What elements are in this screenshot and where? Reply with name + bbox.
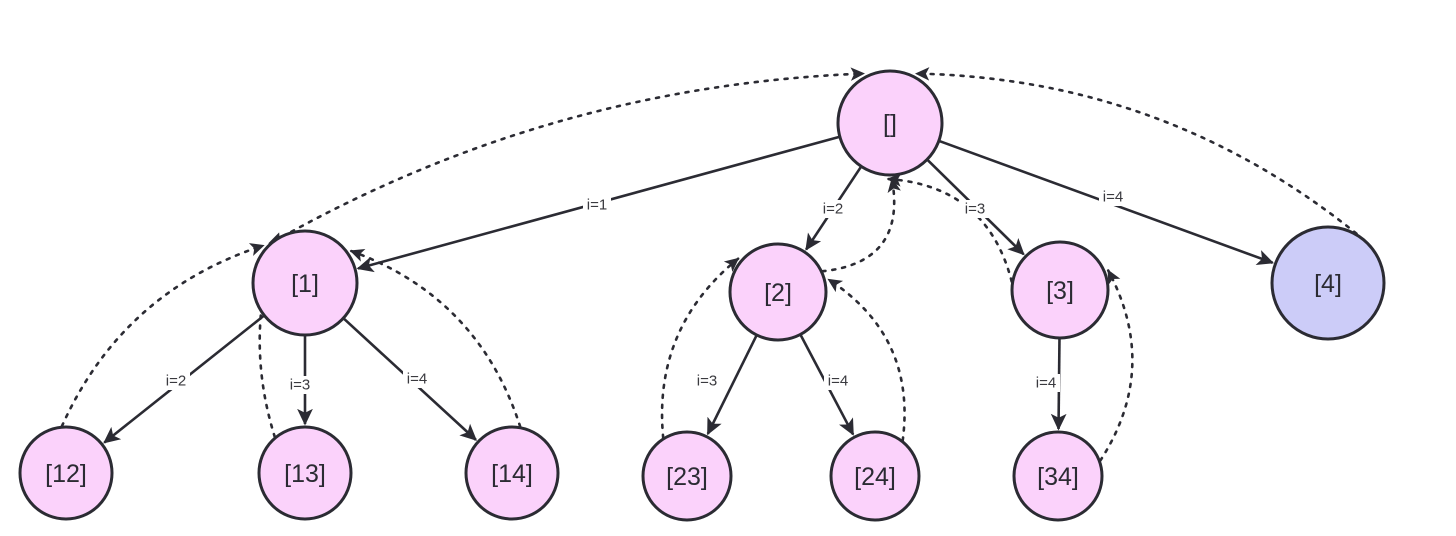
edge-label-n1-to-n12: i=2 [166, 373, 186, 390]
node-n34[interactable]: [34] [1012, 430, 1104, 522]
edge-label-root-to-n4: i=4 [1103, 189, 1123, 206]
node-label-n12: [12] [45, 460, 87, 488]
node-circle-n13[interactable] [257, 425, 353, 521]
node-n2[interactable]: [2] [728, 242, 828, 342]
node-label-n34: [34] [1037, 463, 1079, 491]
node-circle-n24[interactable] [829, 430, 921, 522]
edge-label-backdrop [1032, 374, 1060, 392]
node-label-root: [] [883, 110, 897, 138]
edge-label-n2-to-n23: i=3 [697, 373, 717, 390]
node-label-n14: [14] [491, 460, 533, 488]
nodes-layer: [] [1] [2] [3] [4] [12] [13] [14] [23] [24] [34] [18, 69, 1386, 522]
node-circle-n3[interactable] [1010, 240, 1110, 340]
node-label-n3: [3] [1046, 277, 1074, 305]
node-circle-n2[interactable] [728, 242, 828, 342]
edge-label-backdrop [824, 372, 852, 390]
node-n3[interactable]: [3] [1010, 240, 1110, 340]
node-circle-root[interactable] [836, 69, 944, 177]
node-label-n1: [1] [291, 270, 319, 298]
back-edge-n34-to-n3 [1099, 269, 1134, 462]
node-circle-n23[interactable] [641, 430, 733, 522]
edge-label-backdrop [961, 200, 989, 218]
edge-label-backdrop [1099, 188, 1127, 206]
tree-edge-n2-to-n23 [706, 335, 758, 436]
edge-label-backdrop [693, 372, 721, 390]
node-label-n23: [23] [666, 463, 708, 491]
node-n24[interactable]: [24] [829, 430, 921, 522]
edge-label-root-to-n1: i=1 [587, 197, 607, 214]
edge-labels-layer: i=1 i=2 i=3 i=4 i=2 i=3 i=4 i=3 i=4 i=4 [162, 188, 1127, 394]
edge-label-backdrop [403, 370, 431, 388]
back-edge-n14-to-n1 [349, 248, 522, 428]
edge-label-n1-to-n14: i=4 [407, 371, 427, 388]
node-n23[interactable]: [23] [641, 430, 733, 522]
edge-label-n1-to-n13: i=3 [290, 377, 310, 394]
back-edge-n1-to-root [290, 67, 865, 234]
edge-label-n3-to-n34: i=4 [1036, 375, 1056, 392]
node-label-n2: [2] [764, 279, 792, 307]
node-n4[interactable]: [4] [1270, 225, 1386, 341]
edge-label-backdrop [583, 196, 611, 214]
node-label-n13: [13] [284, 460, 326, 488]
node-n12[interactable]: [12] [18, 425, 114, 521]
back-edge-n4-to-root [915, 67, 1358, 235]
node-root[interactable]: [] [836, 69, 944, 177]
edge-label-backdrop [162, 372, 190, 390]
node-circle-n12[interactable] [18, 425, 114, 521]
back-edge-n3-to-root [886, 173, 1013, 283]
edge-label-root-to-n2: i=2 [823, 201, 843, 218]
node-n14[interactable]: [14] [464, 425, 560, 521]
node-n13[interactable]: [13] [257, 425, 353, 521]
back-edge-n12-to-n1 [60, 243, 265, 428]
back-edge-n24-to-n2 [827, 278, 906, 442]
node-circle-n14[interactable] [464, 425, 560, 521]
edge-label-root-to-n3: i=3 [965, 201, 985, 218]
edge-label-backdrop [819, 200, 847, 218]
node-circle-n34[interactable] [1012, 430, 1104, 522]
node-n1[interactable]: [1] [251, 229, 359, 337]
back-edge-n2-to-root [821, 177, 901, 273]
edge-label-n2-to-n24: i=4 [828, 373, 848, 390]
back-edge-n23-to-n2 [660, 257, 740, 440]
node-label-n4: [4] [1314, 270, 1342, 298]
edge-label-backdrop [286, 376, 314, 394]
node-circle-n4[interactable] [1270, 225, 1386, 341]
node-circle-n1[interactable] [251, 229, 359, 337]
node-label-n24: [24] [854, 463, 896, 491]
